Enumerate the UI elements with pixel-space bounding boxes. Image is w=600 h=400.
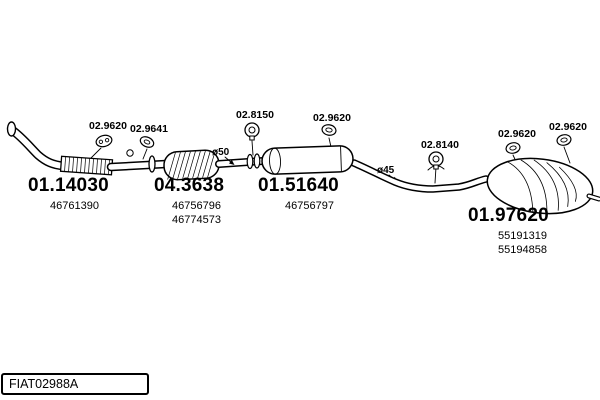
bolt-clamp-icon bbox=[244, 122, 260, 141]
dim-arrow-50 bbox=[224, 156, 235, 165]
clamp-label-4: 02.9620 bbox=[313, 112, 351, 124]
pipe-hanger bbox=[126, 149, 134, 157]
front-pipe bbox=[6, 121, 69, 171]
part-ref: 46774573 bbox=[172, 214, 221, 226]
diameter-label-45: ø45 bbox=[377, 165, 395, 176]
rear-pipe bbox=[350, 159, 490, 193]
gasket-ring-icon bbox=[321, 124, 337, 136]
clamp-label-2: 02.9641 bbox=[130, 123, 168, 135]
part-ref: 55191319 bbox=[498, 230, 547, 242]
part-ref: 46756796 bbox=[172, 200, 221, 212]
catalytic-converter bbox=[163, 149, 220, 181]
drawing-number-box: FIAT02988A bbox=[1, 373, 149, 395]
part-code-middle-muffler: 01.51640 bbox=[258, 175, 339, 196]
gasket-ring-icon bbox=[556, 134, 572, 146]
bolt-clamp-icon bbox=[428, 151, 444, 170]
middle-muffler bbox=[261, 145, 354, 175]
part-ref: 46756797 bbox=[285, 200, 334, 212]
flange bbox=[148, 155, 156, 173]
clamp-label-3: 02.8150 bbox=[236, 109, 274, 121]
part-code-front-pipe: 01.14030 bbox=[28, 175, 109, 196]
clamp-label-7: 02.9620 bbox=[549, 121, 587, 133]
rubber-hanger-icon bbox=[95, 134, 113, 148]
part-ref: 55194858 bbox=[498, 244, 547, 256]
flex-pipe bbox=[59, 155, 114, 176]
gasket-ring-icon bbox=[139, 136, 155, 148]
rear-muffler bbox=[486, 157, 594, 215]
clamp-label-5: 02.8140 bbox=[421, 139, 459, 151]
drawing-number: FIAT02988A bbox=[9, 377, 79, 391]
mid-pipe-front bbox=[106, 159, 171, 172]
part-ref: 46761390 bbox=[50, 200, 99, 212]
clamp-label-1: 02.9620 bbox=[89, 120, 127, 132]
diameter-label-50: ø50 bbox=[212, 147, 230, 158]
clamp-label-6: 02.9620 bbox=[498, 128, 536, 140]
gasket-ring-icon bbox=[505, 142, 521, 154]
part-code-catalyst: 04.3638 bbox=[154, 175, 225, 196]
part-code-rear-muffler: 01.97620 bbox=[468, 205, 549, 226]
flange-joint bbox=[246, 153, 261, 170]
tailpipe bbox=[586, 193, 600, 202]
